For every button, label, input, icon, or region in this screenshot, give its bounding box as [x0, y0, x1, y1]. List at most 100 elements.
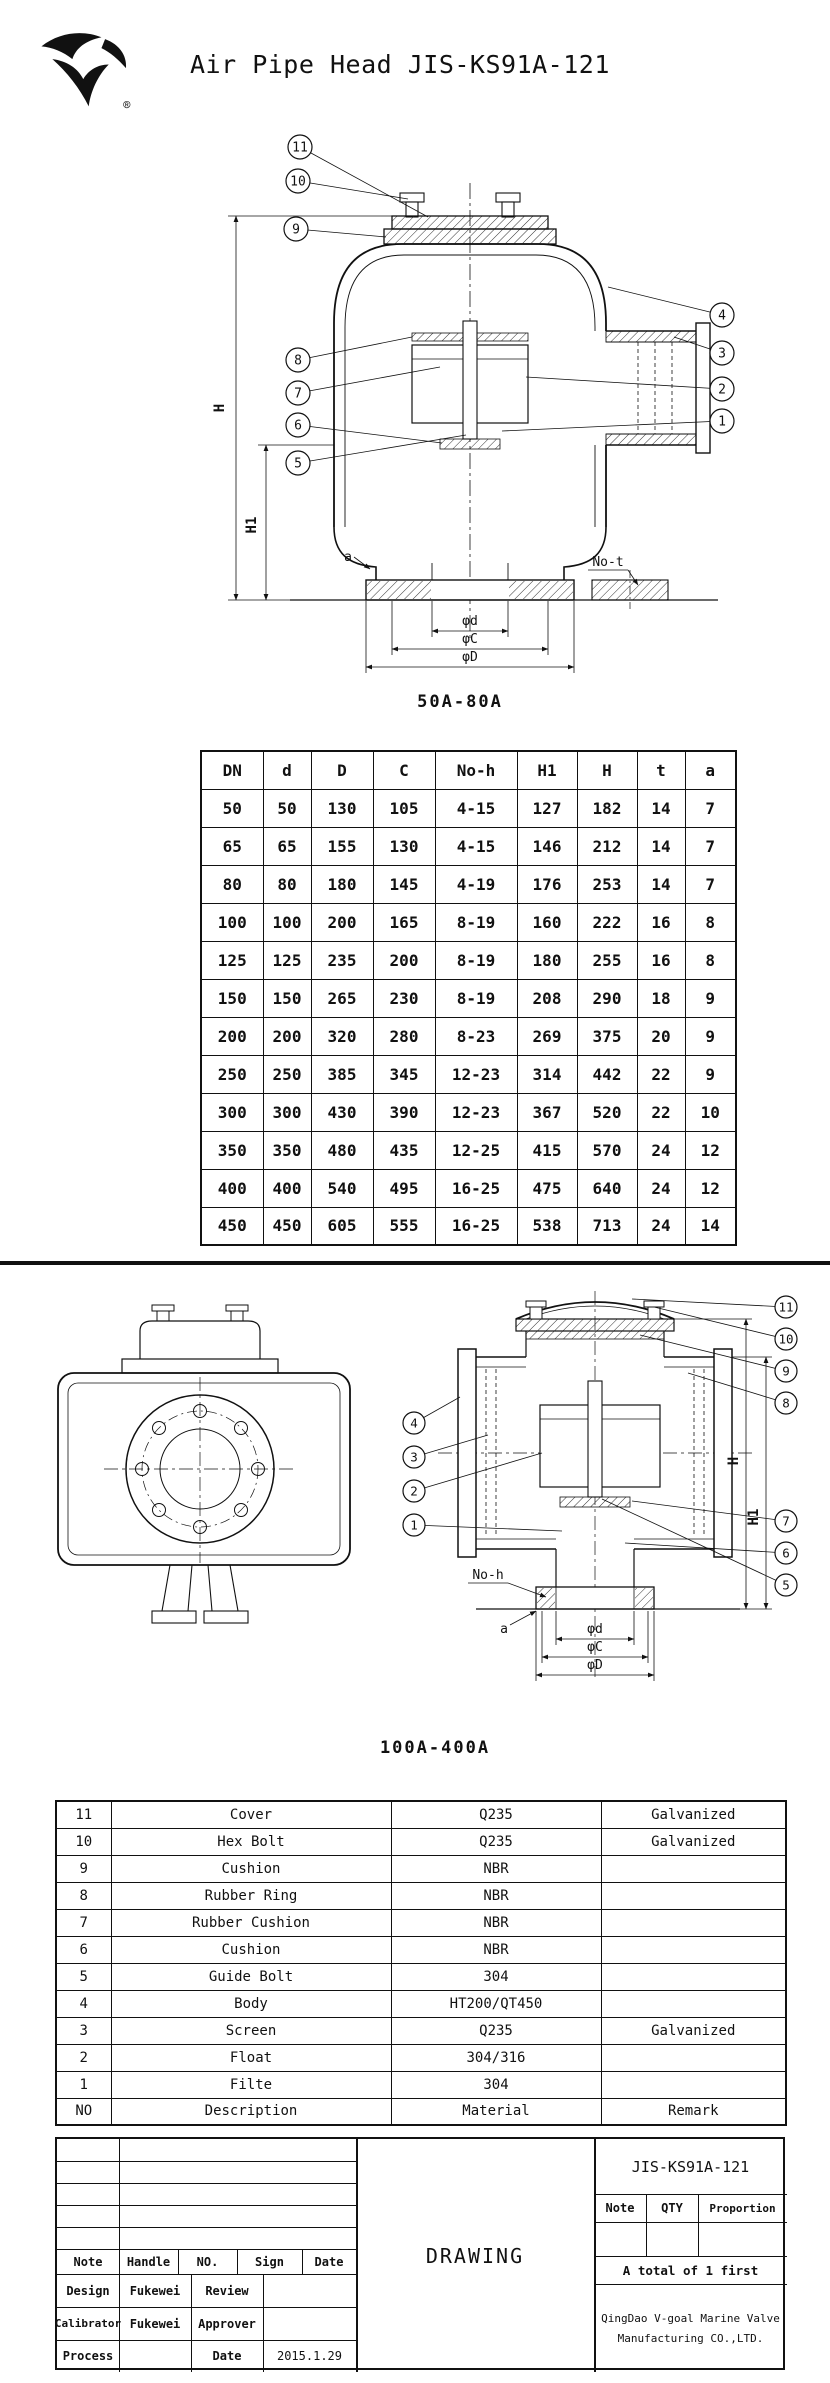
dim-table-cell: 570	[576, 1130, 638, 1170]
dim-table-cell: 12-25	[434, 1130, 518, 1170]
dim-table-cell: 165	[372, 902, 436, 942]
dim-table-cell: 320	[310, 1016, 374, 1056]
callout-label: 8	[782, 1396, 790, 1411]
parts-table-footer-row: NO Description Material Remark	[55, 2097, 787, 2126]
dim-label-a: a	[344, 550, 352, 565]
dim-table-cell: 375	[576, 1016, 638, 1056]
parts-table-cell: 5	[55, 1962, 112, 1991]
parts-table-cell: NBR	[390, 1881, 602, 1910]
section-view	[438, 1291, 752, 1677]
dim-table-cell: 65	[262, 826, 312, 866]
guide-bolt	[587, 1380, 603, 1498]
dim-table-cell: 100	[200, 902, 264, 942]
parts-table-cell: HT200/QT450	[390, 1989, 602, 2018]
parts-table-cell: 4	[55, 1989, 112, 2018]
dim-table-cell: 385	[310, 1054, 374, 1094]
dim-table-cell: 8-19	[434, 978, 518, 1018]
parts-table-cell: 304	[390, 1962, 602, 1991]
dim-table-cell: 20	[636, 1016, 686, 1056]
callout-leaders	[295, 146, 723, 464]
company-name-line2: Manufacturing CO.,LTD.	[617, 2331, 764, 2345]
parts-table-cell: NBR	[390, 1935, 602, 1964]
hex-bolt	[525, 1300, 547, 1308]
callout-labels: 11 10 9 8 4 3 2 1 7 6 5	[410, 1300, 793, 1593]
grid-line	[594, 2284, 787, 2285]
parts-table-cell	[600, 1881, 787, 1910]
parts-table-cell: 8	[55, 1881, 112, 1910]
callout-label: 1	[718, 415, 726, 430]
valve-drawing-50a-80a: H H1 φd φC φD a No-t	[212, 134, 735, 673]
parts-table-cell	[600, 2043, 787, 2072]
dim-table-cell: 8-19	[434, 902, 518, 942]
dim-table-cell: 12-23	[434, 1092, 518, 1132]
callout-label: 9	[292, 223, 300, 238]
callout-label: 9	[782, 1364, 790, 1379]
callout-label: 5	[782, 1578, 790, 1593]
dim-table-cell: 125	[200, 940, 264, 980]
dim-table-cell: 475	[516, 1168, 578, 1208]
bolt-hole	[152, 1503, 166, 1517]
proportion-header: Proportion	[709, 2201, 776, 2215]
dim-table-cell: 400	[200, 1168, 264, 1208]
dim-label-phiD: φD	[462, 650, 478, 665]
front-view	[57, 1304, 351, 1624]
dim-table-cell: 12-23	[434, 1054, 518, 1094]
title-block: Note Handle NO. Sign Date Design Fukewei…	[55, 2137, 787, 2372]
dim-table-header: H	[576, 750, 638, 790]
dim-table-cell: 430	[310, 1092, 374, 1132]
dim-table-cell: 300	[200, 1092, 264, 1132]
dim-table-cell: 182	[576, 788, 638, 828]
dim-label-no-t: No-t	[592, 555, 623, 570]
dim-table-cell: 22	[636, 1092, 686, 1132]
end-flange	[457, 1348, 477, 1558]
date-label: Date	[212, 2349, 242, 2363]
grid-line	[594, 2256, 787, 2257]
parts-table-cell: Hex Bolt	[110, 1827, 392, 1856]
callout-leaders	[413, 1298, 787, 1586]
hex-bolt	[399, 192, 425, 203]
parts-table-cell: Guide Bolt	[110, 1962, 392, 1991]
dim-table-cell: 200	[262, 1016, 312, 1056]
dim-table-cell: 350	[200, 1130, 264, 1170]
company-logo: ®	[41, 33, 131, 112]
dim-table-cell: 22	[636, 1054, 686, 1094]
dim-table-cell: 300	[262, 1092, 312, 1132]
dim-table-cell: 65	[200, 826, 264, 866]
dim-table-cell: 130	[372, 826, 436, 866]
logo-wing-left	[41, 33, 102, 60]
parts-table-cell: Q235	[390, 1800, 602, 1829]
dim-table-cell: 4-19	[434, 864, 518, 904]
cover-ring	[515, 1318, 675, 1332]
parts-table-cell: Cushion	[110, 1935, 392, 1964]
drawing1-caption: 50A-80A	[417, 692, 503, 712]
dim-label-phid: φd	[462, 614, 478, 629]
dim-table-header: H1	[516, 750, 578, 790]
dim-table-cell: 4-15	[434, 826, 518, 866]
parts-table-cell: Cover	[110, 1800, 392, 1829]
design-name: Fukewei	[129, 2283, 181, 2298]
dim-table-cell: 130	[310, 788, 374, 828]
parts-table-cell: 304	[390, 2070, 602, 2099]
dim-table-cell: 9	[684, 1016, 737, 1056]
dim-table-cell: 7	[684, 826, 737, 866]
parts-table-footer: NO	[55, 2097, 112, 2126]
valve-body	[333, 243, 607, 600]
dim-label-H: H	[212, 404, 228, 412]
dim-table-cell: 250	[262, 1054, 312, 1094]
dim-table-cell: 415	[516, 1130, 578, 1170]
parts-table-cell	[600, 1962, 787, 1991]
dim-table-cell: 50	[200, 788, 264, 828]
dim-label-phiD: φD	[587, 1658, 603, 1673]
dim-table-cell: 16	[636, 902, 686, 942]
dim-table-cell: 16-25	[434, 1206, 518, 1246]
callout-label: 4	[718, 309, 726, 324]
dim-table-cell: 200	[310, 902, 374, 942]
dim-table-cell: 538	[516, 1206, 578, 1246]
